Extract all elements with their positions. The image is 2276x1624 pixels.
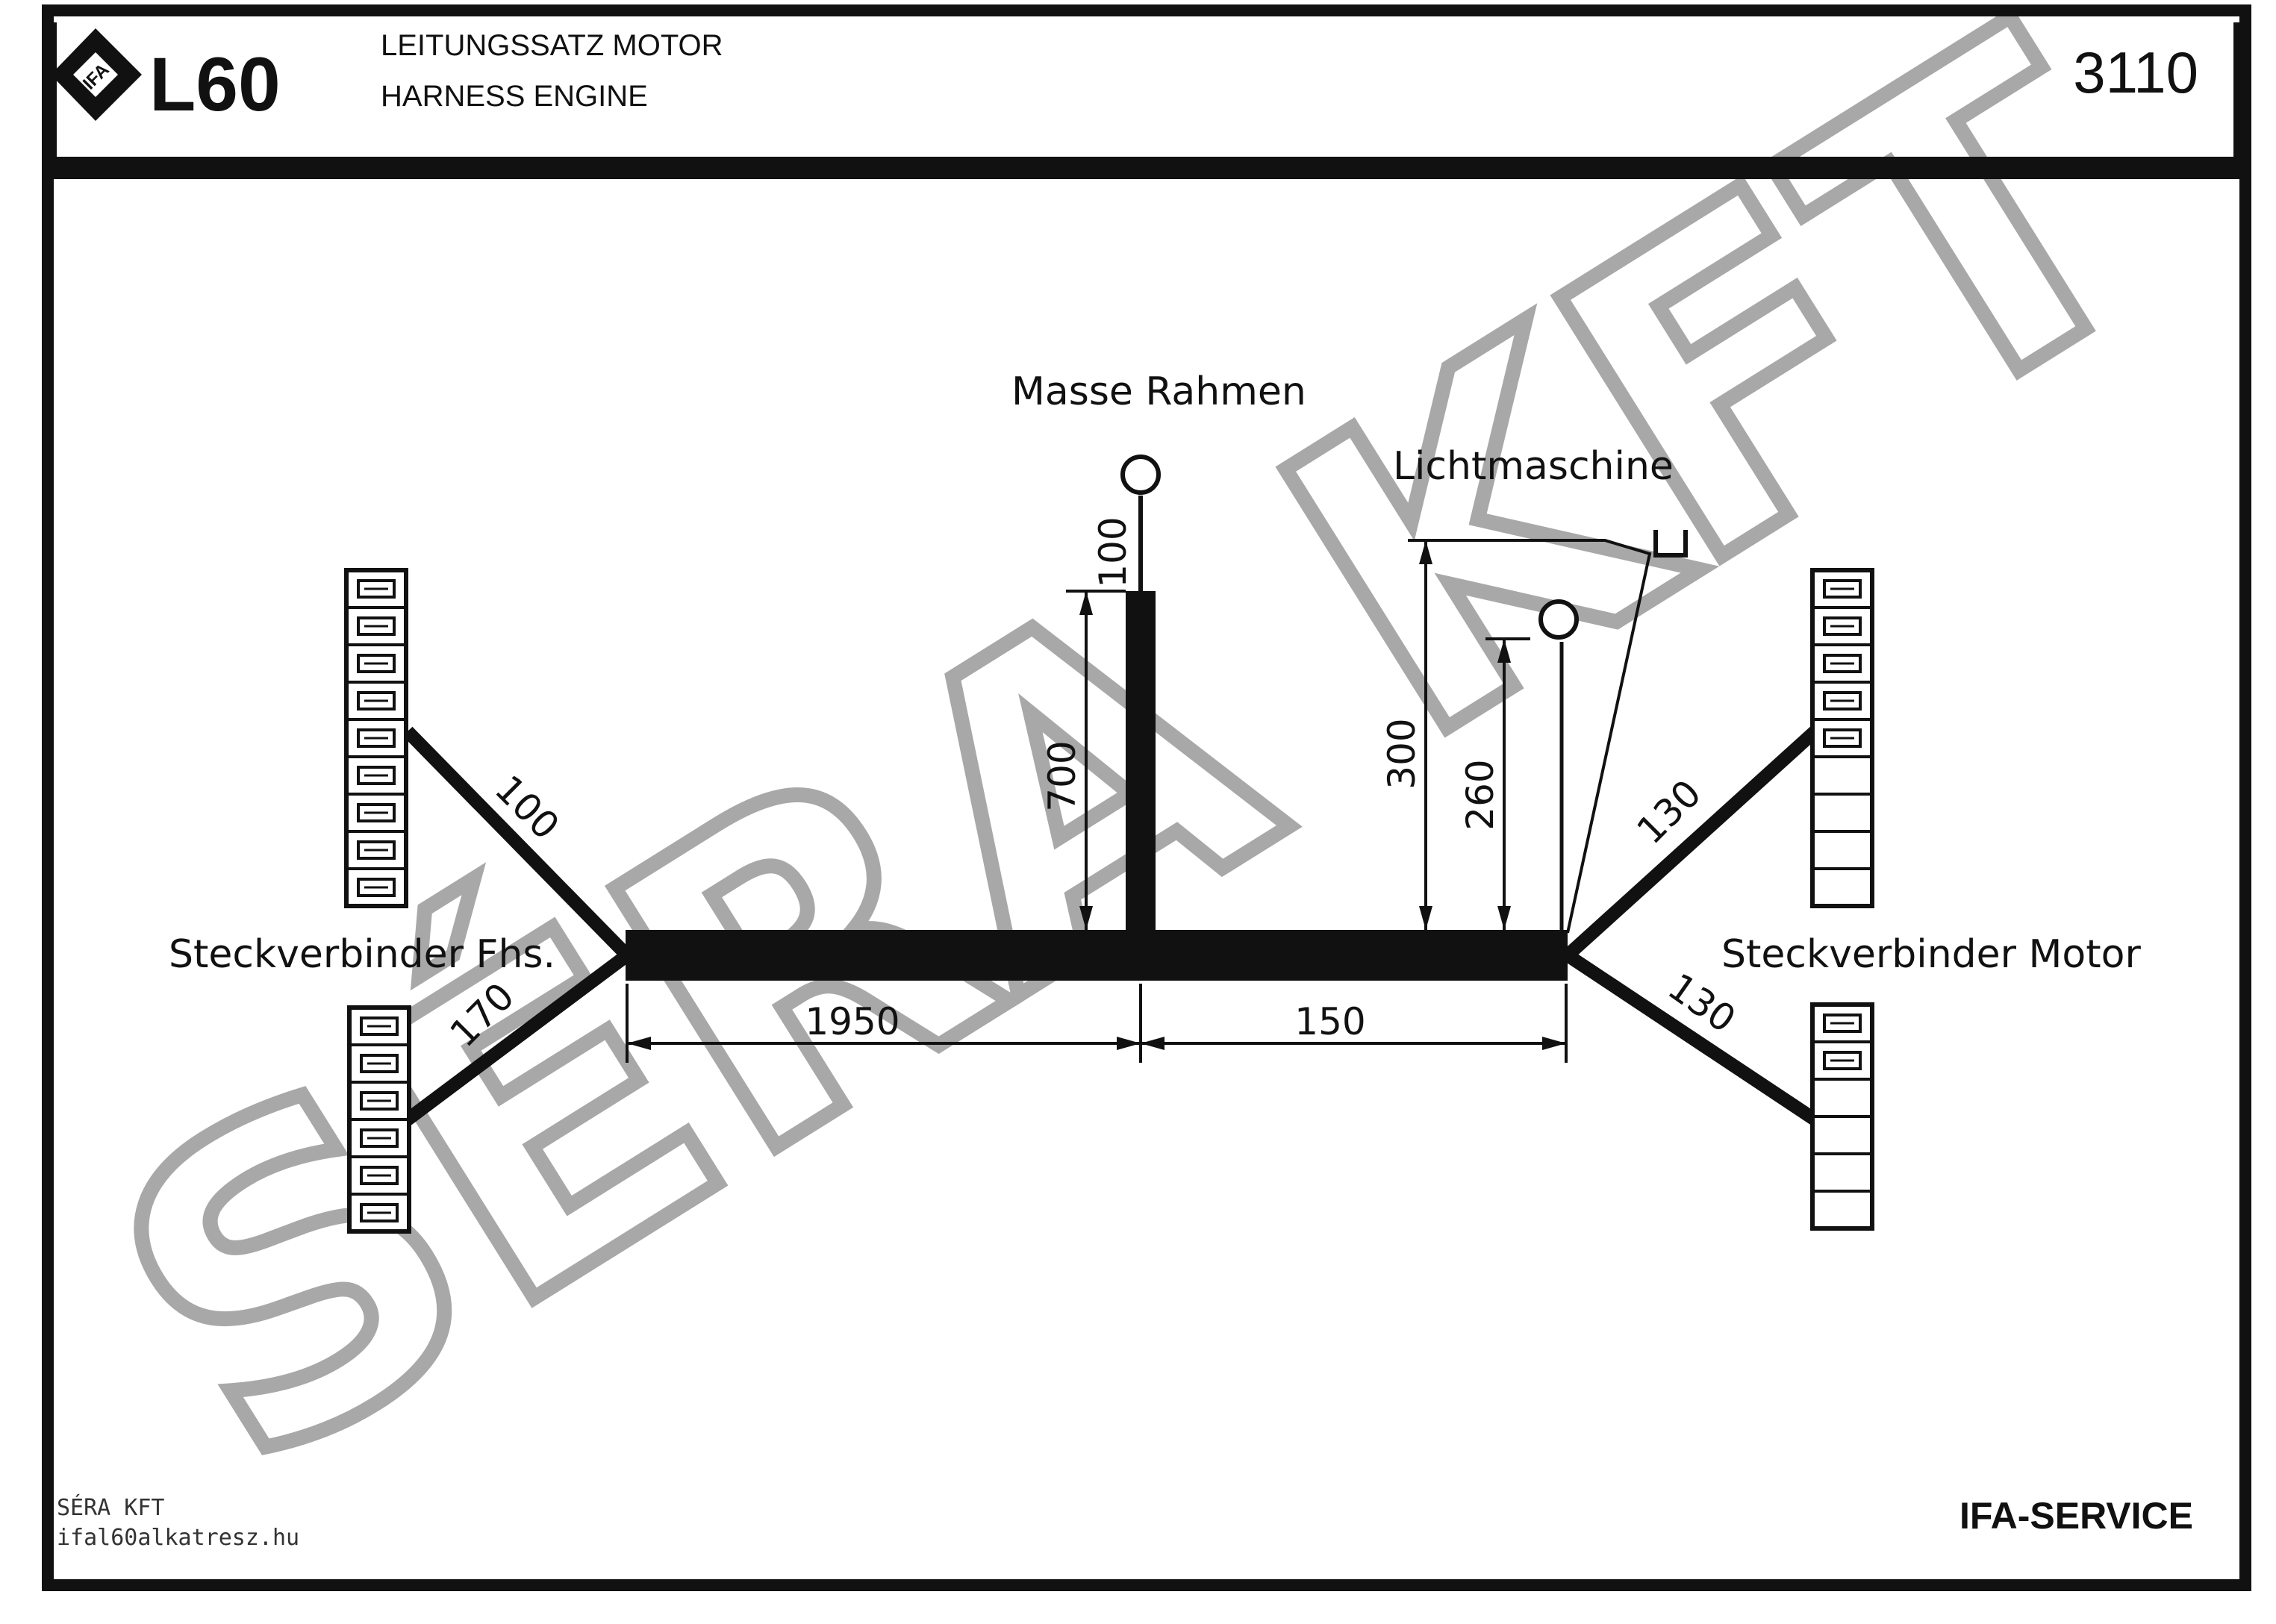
- connector-motor-lower: [1810, 1002, 1874, 1231]
- dim-main-left: 1950: [805, 1000, 900, 1043]
- sheet-number: 3110: [2073, 40, 2198, 105]
- dim-masse-branch: 700: [1041, 740, 1084, 811]
- masse-rahmen-label: Masse Rahmen: [1011, 369, 1306, 414]
- connector-fhs-lower: [347, 1005, 411, 1234]
- connector-pin-icon: [360, 1054, 399, 1073]
- connector-motor-upper: [1810, 568, 1874, 908]
- left-upper-branch: [402, 726, 632, 961]
- footer-company: SÉRA KFT: [57, 1494, 165, 1521]
- title-de: LEITUNGSSATZ MOTOR: [381, 29, 723, 62]
- connector-pin-icon: [360, 1016, 399, 1036]
- connector-pin-icon: [357, 616, 396, 636]
- connector-pin-icon: [360, 1203, 399, 1222]
- title-en: HARNESS ENGINE: [381, 80, 648, 113]
- connector-pin-icon: [357, 766, 396, 785]
- ring-terminal-icon: [1538, 599, 1579, 640]
- connector-pin-icon: [1823, 1051, 1862, 1070]
- connector-pin-icon: [1823, 654, 1862, 673]
- connector-pin-icon: [357, 728, 396, 748]
- connector-right-label: Steckverbinder Motor: [1721, 932, 2141, 977]
- dim-second-branch: 260: [1459, 759, 1502, 830]
- connector-pin-icon: [357, 691, 396, 710]
- logo-text: L60: [149, 42, 281, 127]
- lichtmaschine-wire: [1408, 539, 1652, 934]
- right-upper-branch: [1562, 722, 1825, 961]
- footer-brand: IFA-SERVICE: [1959, 1495, 2193, 1537]
- dim-licht-branch: 300: [1380, 718, 1424, 789]
- dim-masse-tail: 100: [1091, 516, 1135, 587]
- connector-pin-icon: [357, 840, 396, 860]
- footer-website: ifal60alkatresz.hu: [57, 1525, 299, 1551]
- header-divider: [48, 157, 2245, 179]
- connector-pin-icon: [1823, 691, 1862, 710]
- connector-pin-icon: [357, 803, 396, 822]
- lichtmaschine-label: Lichtmaschine: [1393, 444, 1674, 489]
- connector-pin-icon: [357, 654, 396, 673]
- dim-main-right: 150: [1294, 1000, 1365, 1043]
- masse-branch: [1126, 591, 1156, 934]
- connector-pin-icon: [357, 579, 396, 599]
- connector-pin-icon: [1823, 616, 1862, 636]
- connector-fhs-upper: [344, 568, 408, 908]
- masse-ring-terminal-icon: [1120, 455, 1161, 495]
- connector-pin-icon: [1823, 579, 1862, 599]
- lichtmaschine-plug-icon: [1653, 530, 1688, 558]
- outer-frame: [42, 4, 2251, 1591]
- connector-pin-icon: [1823, 1014, 1862, 1033]
- main-trunk: [626, 930, 1568, 981]
- left-lower-branch: [403, 949, 632, 1125]
- connector-pin-icon: [360, 1166, 399, 1185]
- connector-left-label: Steckverbinder Fhs.: [169, 932, 555, 977]
- connector-pin-icon: [1823, 728, 1862, 748]
- connector-pin-icon: [360, 1128, 399, 1148]
- ifa-logo: IFA L60: [51, 28, 281, 127]
- connector-pin-icon: [357, 878, 396, 897]
- right-lower-branch: [1564, 949, 1821, 1127]
- connector-pin-icon: [360, 1091, 399, 1111]
